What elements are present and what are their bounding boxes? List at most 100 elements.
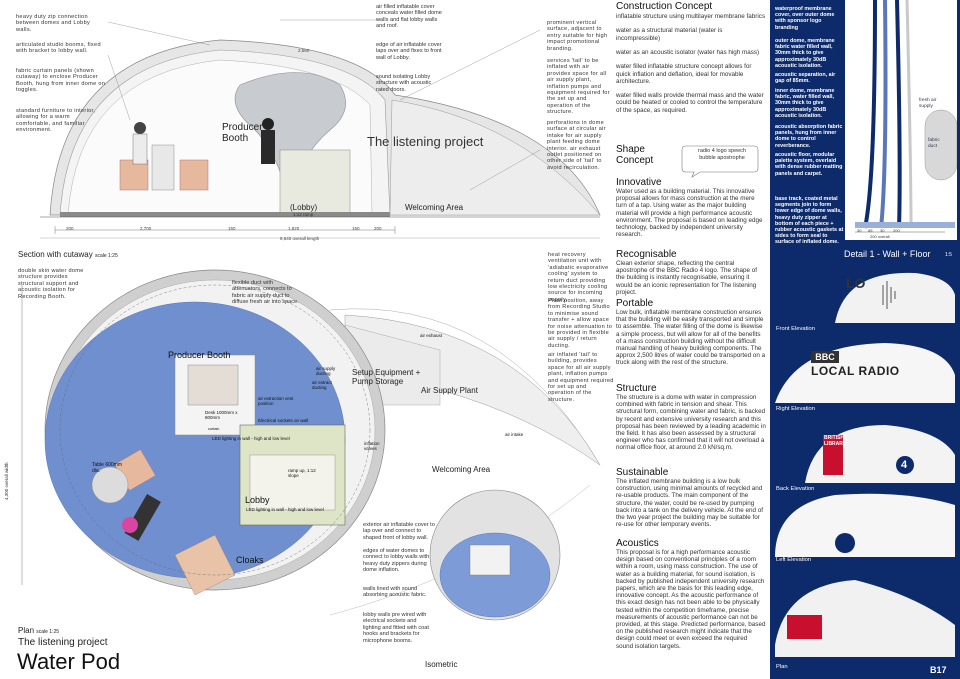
detail-dim-3: 30 — [880, 228, 885, 233]
section-drawing — [40, 19, 601, 239]
plan-air-supply-ducting: air supply ducting — [316, 366, 336, 376]
detail-dim-overall: 200 overall — [870, 234, 890, 239]
structure-body: The structure is a dome with water in co… — [616, 394, 766, 452]
plan-sockets-label: Electrical sockets on wall — [258, 418, 309, 423]
logo-local-radio: LOCAL RADIO — [811, 364, 900, 378]
section-dim-1: 200 — [66, 226, 74, 231]
plan-welcome-label: Welcoming Area — [432, 465, 491, 474]
plan-air-intake: air intake — [505, 432, 524, 437]
elevation-back-label: Back Elevation — [776, 486, 815, 492]
section-dim-5: 150 — [352, 226, 360, 231]
plan-air-extract-ducting: air extract ducting — [312, 380, 332, 390]
plan-dim-side: 4,300 overall width — [4, 462, 9, 500]
plan-title-text: Plan — [18, 626, 35, 635]
innovative-title: Innovative — [616, 177, 662, 188]
detail-dim-2: 85 — [868, 228, 873, 233]
innovative-body: Water used as a building material. This … — [616, 188, 763, 239]
elevation-right-label: Right Elevation — [776, 406, 815, 412]
plan-led-label-2: LED lighting in wall - high and low leve… — [246, 507, 324, 512]
sustainable-title: Sustainable — [616, 467, 669, 478]
acoustics-title: Acoustics — [616, 538, 659, 549]
plan-subtitle: The listening project — [18, 637, 108, 648]
plan-note-lobby-walls: lobby walls pre wired with electrical so… — [363, 612, 429, 644]
detail-note-6: acoustic floor, modular palette system, … — [775, 152, 843, 177]
section-welcome-label: Welcoming Area — [405, 203, 464, 212]
detail-note-2: outer dome, membrane fabric water filled… — [775, 38, 835, 69]
logo-4: 4 — [901, 459, 908, 471]
section-note-lobby: sound isolating Lobby structure with aco… — [376, 74, 432, 93]
logo-british-library: BRITISH LIBRARY — [824, 435, 847, 447]
section-title-text: Section with cutaway — [18, 250, 93, 259]
construction-body: inflatable structure using multilayer me… — [616, 13, 766, 114]
detail-dim-4: 200 — [893, 228, 900, 233]
wall-detail-drawing — [845, 0, 957, 240]
plan-desk-label: Desk 1000mm x 800mm — [205, 410, 238, 420]
plan-vent-label: air extraction vent position — [258, 396, 294, 406]
detail-note-1: waterproof membrane cover, over outer do… — [775, 6, 835, 31]
section-scale: scale 1:25 — [94, 253, 118, 259]
detail-scale: 1:5 — [945, 252, 952, 258]
plan-isometric-label: Isometric — [425, 660, 458, 669]
plan-curtain-label: curtain — [208, 427, 220, 431]
section-booth-label: Producer Booth — [222, 122, 263, 144]
fabric-duct-label: fabric duct — [928, 138, 940, 149]
logo-lo: LO — [846, 275, 866, 291]
section-note-branding: prominent vertical surface, adjacent to … — [547, 20, 608, 52]
section-note-1: heavy duty zip connection between domes … — [16, 14, 91, 33]
fresh-air-label: fresh air supply — [919, 98, 937, 109]
detail-dim-1: 30 — [857, 228, 862, 233]
plan-note-plant: Plant position, away from Recording Stud… — [548, 298, 613, 349]
section-project-name: The listening project — [367, 134, 484, 149]
section-note-cover: air filled inflatable cover conceals wat… — [376, 4, 442, 30]
plan-drawing — [21, 269, 601, 621]
logo-bbc: BBC — [811, 351, 839, 363]
plan-ramp-label: ramp up, 1:12 slope — [288, 468, 316, 478]
plan-air-plant-label: Air Supply Plant — [421, 386, 478, 395]
plan-cloaks-label: Cloaks — [236, 555, 264, 565]
section-note-perforations: perforations in dome surface at circular… — [547, 120, 606, 171]
section-ramp-label: 1:12 ramp — [293, 212, 314, 217]
plan-note-dome: double skin water dome structure provide… — [18, 268, 84, 300]
detail-note-4: inner dome, membrane fabric, water fille… — [775, 88, 835, 119]
plan-project-title: Water Pod — [17, 649, 121, 674]
elevation-left-label: Left Elevation — [776, 557, 812, 563]
section-overall-length: 8,640 overall length — [280, 236, 320, 241]
plan-note-acoustic: walls lined with sound absorbing acousti… — [363, 586, 427, 599]
plan-note-hrv: heat recovery ventilation unit with 'adi… — [548, 252, 609, 303]
detail-note-5: acoustic absorption fabric panels, hung … — [775, 124, 843, 149]
plan-table-label: Table 600mm dia. — [92, 462, 123, 474]
section-note-4: standard furniture to interior, allowing… — [16, 108, 96, 134]
plan-note-tail: air inflated 'tail' to building, provide… — [548, 352, 614, 403]
section-dim-3: 150 — [228, 226, 236, 231]
plan-air-exhaust: air exhaust — [420, 333, 443, 338]
plan-note-zippers: edges of water domes to connect to lobby… — [363, 548, 430, 574]
shape-title: Shape Concept — [616, 144, 654, 166]
section-dim-top: 2,560 — [298, 48, 310, 53]
speech-bubble-icon — [681, 145, 759, 178]
recognisable-title: Recognisable — [616, 249, 677, 260]
detail-title: Detail 1 - Wall + Floor — [844, 249, 931, 259]
elevation-front-label: Front Elevation — [776, 326, 815, 332]
plan-inflation-valves: inflation valves — [364, 441, 380, 451]
detail-note-3: acoustic separation, air gap of 85mm. — [775, 72, 836, 85]
section-note-tail: services 'tail' to be inflated with air … — [547, 58, 610, 116]
section-note-3: fabric curtain panels (shown cutaway) to… — [16, 68, 106, 94]
section-dim-4: 1,820 — [288, 226, 300, 231]
section-note-edge: edge of air inflatable cover laps over a… — [376, 42, 442, 61]
plan-lobby-label: Lobby — [245, 495, 270, 505]
section-title: Section with cutaway scale 1:25 — [18, 250, 118, 259]
recognisable-body: Clean exterior shape, reflecting the cen… — [616, 260, 757, 296]
section-lobby-label: (Lobby) — [290, 203, 318, 212]
sustainable-body: The inflated membrane building is a low … — [616, 478, 764, 529]
elevations-drawing — [775, 272, 955, 657]
elevation-plan-label: Plan — [776, 664, 788, 670]
detail-note-7: base track, coated metal segments join t… — [775, 196, 844, 246]
section-note-2: articulated studio booms, fixed with bra… — [16, 42, 101, 55]
plan-title: Plan scale 1:25 — [18, 626, 59, 635]
portable-body: Low bulk, inflatable membrane constructi… — [616, 309, 766, 367]
plan-setup-label: Setup Equipment + Pump Storage — [352, 368, 421, 386]
shape-bubble-text: radio 4 logo speech bubble apostrophe — [697, 148, 746, 161]
sound-wave-icon — [882, 281, 896, 309]
structure-title: Structure — [616, 383, 657, 394]
construction-title: Construction Concept — [616, 1, 713, 12]
